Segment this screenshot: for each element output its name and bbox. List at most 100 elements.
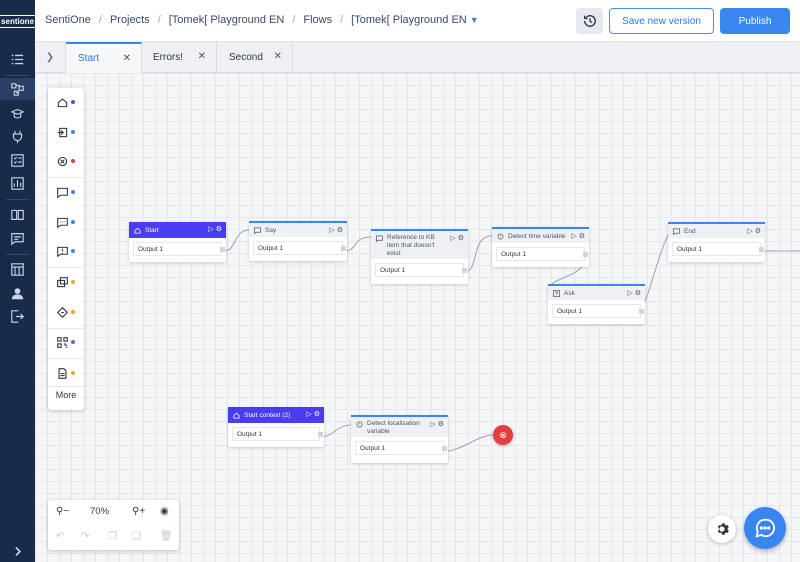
version-history-button[interactable]: [576, 8, 603, 34]
chevron-right-icon[interactable]: ❯: [35, 42, 66, 73]
zoom-out-icon[interactable]: ⚲−: [56, 506, 70, 517]
node-end[interactable]: End ▷ ⚙ Output 1: [668, 222, 765, 262]
node-start-context[interactable]: Start context (2) ▷ ⚙ Output 1: [228, 407, 324, 447]
tab-start[interactable]: Start✕: [66, 42, 142, 73]
node-output[interactable]: Output 1: [253, 241, 346, 255]
breadcrumb: SentiOne / Projects / [Tomek[ Playground…: [45, 14, 479, 26]
output-port[interactable]: [583, 252, 588, 257]
palette-item-qr[interactable]: [48, 330, 84, 354]
end-conversation-node[interactable]: ⊗: [493, 425, 513, 445]
play-settings-icon[interactable]: ▷ ⚙: [627, 290, 641, 297]
save-new-version-button[interactable]: Save new version: [609, 8, 714, 34]
menu-list-icon[interactable]: [0, 48, 35, 70]
node-ask[interactable]: Ask ▷ ⚙ Output 1: [548, 284, 645, 324]
play-settings-icon[interactable]: ▷ ⚙: [208, 226, 222, 233]
palette-item-message-dots[interactable]: [48, 210, 84, 234]
output-port[interactable]: [442, 446, 447, 451]
breadcrumb-flows[interactable]: Flows: [303, 14, 333, 26]
copy-icon[interactable]: ❐: [108, 531, 117, 542]
palette-item-enter[interactable]: [48, 120, 84, 144]
node-header[interactable]: Detect localisation variable ▷ ⚙: [351, 415, 448, 437]
node-say[interactable]: Say ▷ ⚙ Output 1: [249, 221, 347, 261]
node-start[interactable]: Start ▷ ⚙ Output 1: [129, 222, 226, 262]
node-output[interactable]: Output 1: [133, 242, 225, 256]
close-icon[interactable]: ✕: [273, 51, 282, 62]
flows-icon[interactable]: [0, 78, 35, 100]
play-settings-icon[interactable]: ▷ ⚙: [306, 411, 320, 418]
undo-icon[interactable]: ↶: [56, 531, 65, 542]
node-kb-reference[interactable]: Reference to KB item that doesn't exist …: [371, 229, 468, 284]
palette-item-document[interactable]: [48, 361, 84, 385]
palette-item-message-alert[interactable]: [48, 239, 84, 263]
play-settings-icon[interactable]: ▷ ⚙: [430, 421, 444, 428]
conversations-icon[interactable]: [0, 227, 35, 249]
node-header[interactable]: Ask ▷ ⚙: [548, 284, 645, 300]
palette-more-button[interactable]: More: [55, 390, 77, 400]
book-icon[interactable]: [0, 203, 35, 225]
breadcrumb-project[interactable]: [Tomek[ Playground EN: [168, 14, 285, 26]
output-port[interactable]: [639, 309, 644, 314]
close-icon[interactable]: ✕: [122, 53, 131, 64]
location-pin-icon[interactable]: ◉: [160, 506, 169, 517]
node-output[interactable]: Output 1: [496, 247, 588, 261]
flow-canvas[interactable]: [35, 73, 800, 562]
color-dot: [71, 280, 75, 284]
output-port[interactable]: [220, 247, 225, 252]
trash-icon[interactable]: 🗑: [160, 531, 173, 542]
diamond-icon: [57, 306, 68, 318]
node-output[interactable]: Output 1: [552, 304, 644, 318]
palette-item-condition[interactable]: [48, 300, 84, 324]
zoom-in-icon[interactable]: ⚲+: [132, 506, 146, 517]
tab-second[interactable]: Second✕: [217, 42, 293, 73]
sentione-logo[interactable]: sentione: [0, 0, 37, 42]
close-icon[interactable]: ✕: [197, 51, 206, 62]
color-dot: [71, 310, 75, 314]
node-header[interactable]: Start ▷ ⚙: [129, 222, 226, 238]
node-header[interactable]: Start context (2) ▷ ⚙: [228, 407, 324, 423]
paste-icon[interactable]: ❏: [132, 531, 141, 542]
breadcrumb-projects[interactable]: Projects: [109, 14, 150, 26]
color-dot: [71, 190, 75, 194]
publish-button[interactable]: Publish: [720, 8, 790, 34]
color-dot: [71, 340, 75, 344]
play-settings-icon[interactable]: ▷ ⚙: [450, 235, 464, 242]
output-port[interactable]: [341, 246, 346, 251]
node-header[interactable]: Say ▷ ⚙: [249, 221, 347, 237]
node-header[interactable]: End ▷ ⚙: [668, 222, 765, 238]
building-icon[interactable]: [0, 258, 35, 280]
palette-item-cards[interactable]: [48, 270, 84, 294]
redo-icon[interactable]: ↷: [81, 531, 90, 542]
output-port[interactable]: [462, 268, 467, 273]
node-output[interactable]: Output 1: [672, 242, 764, 256]
play-settings-icon[interactable]: ▷ ⚙: [329, 227, 343, 234]
palette-item-start[interactable]: [48, 90, 84, 114]
breadcrumb-sentione[interactable]: SentiOne: [45, 14, 91, 26]
home-icon: [233, 412, 240, 419]
checklist-icon[interactable]: [0, 149, 35, 171]
output-port[interactable]: [759, 247, 764, 252]
node-output[interactable]: Output 1: [375, 263, 467, 277]
chat-widget-button[interactable]: [744, 507, 786, 549]
message-icon: [254, 227, 261, 234]
palette-item-say[interactable]: [48, 180, 84, 204]
chevron-down-icon[interactable]: ▼: [469, 15, 479, 25]
breadcrumb-flow-selector[interactable]: [Tomek[ Playground EN: [351, 14, 467, 26]
play-settings-icon[interactable]: ▷ ⚙: [571, 233, 585, 240]
training-cap-icon[interactable]: [0, 102, 35, 124]
analytics-chart-icon[interactable]: [0, 172, 35, 194]
tab-errors[interactable]: Errors!✕: [141, 42, 217, 73]
logout-icon[interactable]: [0, 305, 35, 327]
settings-button[interactable]: [708, 515, 736, 543]
expand-rail-chevron-icon[interactable]: [0, 540, 35, 562]
node-header[interactable]: Detect time variable ▷ ⚙: [492, 227, 589, 243]
node-header[interactable]: Reference to KB item that doesn't exist …: [371, 229, 468, 259]
play-settings-icon[interactable]: ▷ ⚙: [747, 228, 761, 235]
output-port[interactable]: [318, 432, 323, 437]
palette-item-end[interactable]: [48, 149, 84, 173]
node-detect-localisation[interactable]: Detect localisation variable ▷ ⚙ Output …: [351, 415, 448, 463]
node-output[interactable]: Output 1: [355, 441, 447, 455]
node-detect-time[interactable]: Detect time variable ▷ ⚙ Output 1: [492, 227, 589, 267]
plug-icon[interactable]: [0, 125, 35, 147]
user-icon[interactable]: [0, 282, 35, 304]
node-output[interactable]: Output 1: [232, 427, 323, 441]
